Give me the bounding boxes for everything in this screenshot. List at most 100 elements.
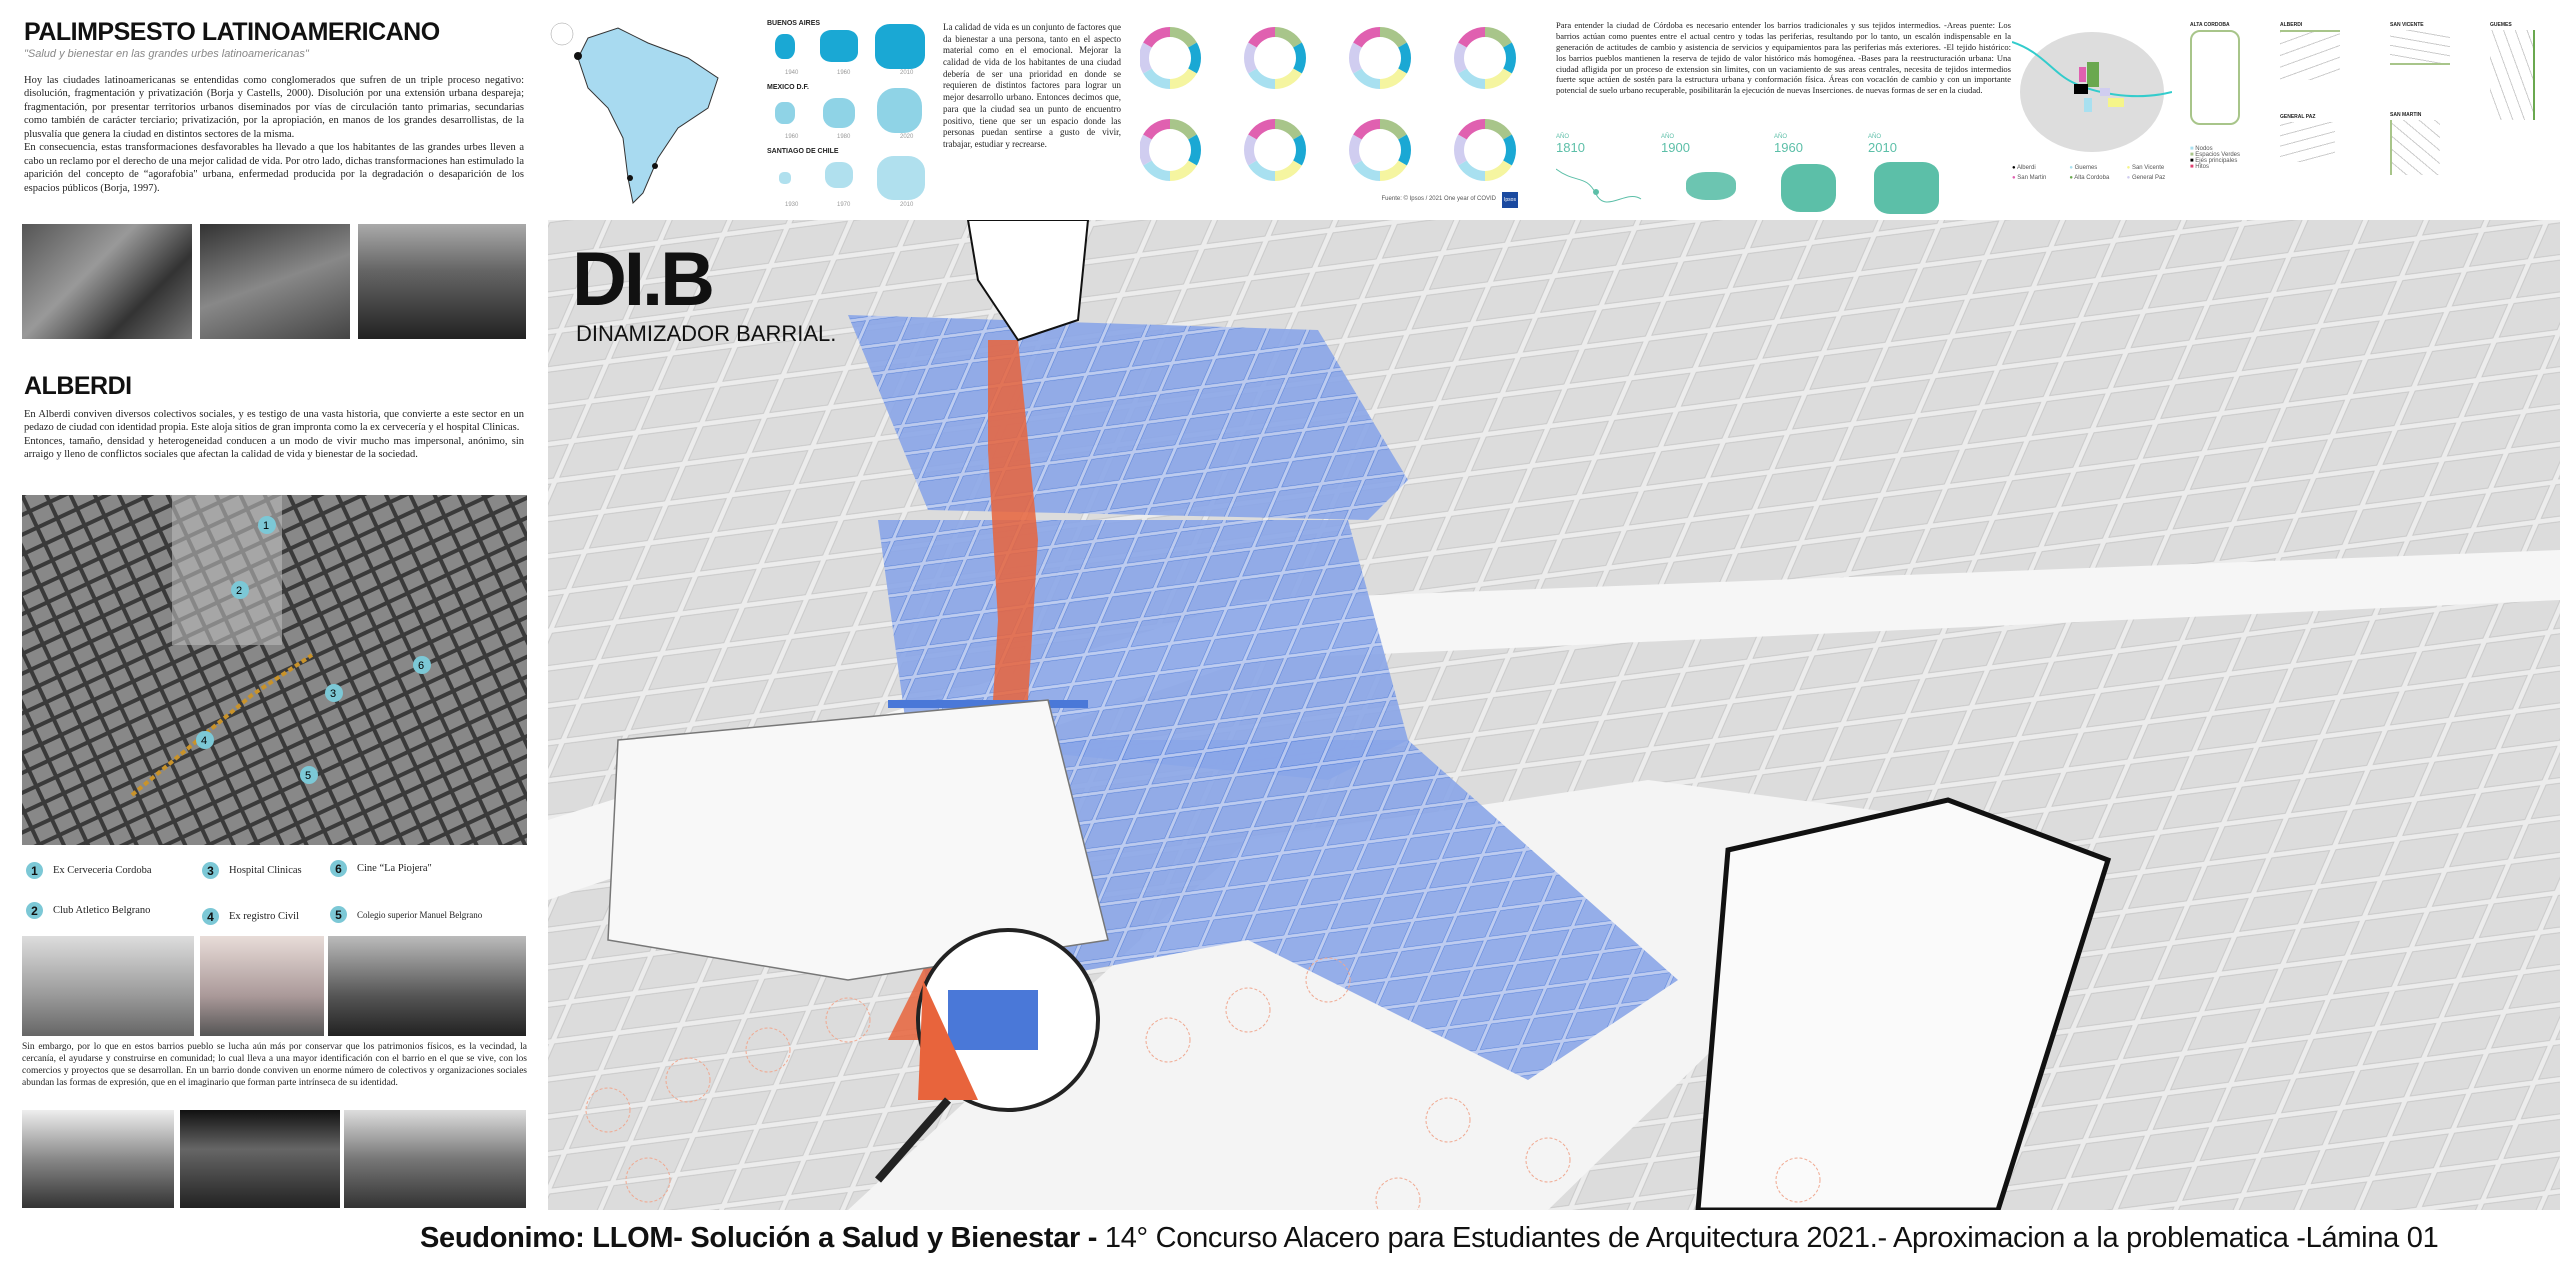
trees	[585, 957, 1821, 1210]
donut-segment	[1293, 42, 1306, 74]
legend-number: 1	[26, 862, 43, 879]
svg-text:5: 5	[305, 770, 311, 782]
growth-map-2010	[1874, 162, 1939, 214]
map-pin-1[interactable]: 1	[258, 516, 276, 534]
donut-segment	[1293, 134, 1306, 166]
donut-chart	[1349, 119, 1411, 181]
section-subtitle: "Salud y bienestar en las grandes urbes …	[24, 48, 309, 60]
photo-community-1	[22, 1110, 174, 1208]
legend-item: 4 Ex registro Civil	[202, 908, 299, 925]
map-pin-2[interactable]: 2	[231, 581, 249, 599]
donut-segment	[1503, 134, 1516, 166]
legend-number: 5	[330, 906, 347, 923]
donut-segment	[1398, 42, 1411, 74]
donut-segment	[1143, 119, 1171, 140]
map-legend-item: ■ Hitos	[2190, 164, 2209, 170]
intro-paragraph-2: En consecuencia, estas transformaciones …	[24, 142, 524, 194]
donut-segment	[1169, 119, 1197, 140]
donut-segment	[1274, 119, 1302, 140]
barrio-map	[2490, 30, 2535, 120]
donut-segment	[1188, 42, 1201, 74]
magnifier-detail[interactable]	[874, 928, 1100, 1183]
legend-label: Club Atletico Belgrano	[53, 905, 151, 916]
donut-segment	[1484, 160, 1512, 181]
donut-segment	[1274, 27, 1302, 48]
city-label: SANTIAGO DE CHILE	[767, 148, 839, 155]
barrios-legend-item: ● Guemes	[2069, 165, 2098, 171]
donut-segment	[1379, 27, 1407, 48]
donut-chart	[1244, 119, 1306, 181]
intro-text-block: Hoy las ciudades latinoamericanas se ent…	[24, 74, 524, 195]
map-pin-5[interactable]: 5	[300, 766, 318, 784]
legend-label: Ex registro Civil	[229, 911, 299, 922]
svg-text:3: 3	[330, 688, 336, 700]
barrios-legend-item: ● Alta Cordoba	[2069, 175, 2110, 181]
svg-text:2: 2	[236, 585, 242, 597]
map-pin-3[interactable]: 3	[325, 684, 343, 702]
rail-bridge	[888, 700, 1088, 708]
donut-segment	[1379, 68, 1407, 89]
donut-segment	[1169, 27, 1197, 48]
donut-segment	[1379, 160, 1407, 181]
photo-community-2	[180, 1110, 340, 1208]
alberdi-paragraph-2: Entonces, tamaño, densidad y heterogenei…	[24, 435, 524, 461]
donut-segment	[1274, 68, 1302, 89]
legend-label: Colegio superior Manuel Belgrano	[357, 909, 483, 920]
tree-icon	[1225, 987, 1271, 1033]
donut-segment	[1169, 68, 1197, 89]
hand-sketch-top	[966, 220, 1090, 342]
legend-number: 4	[202, 908, 219, 925]
growth-year: 2010	[1868, 140, 1897, 155]
year-caption: AÑO	[1661, 134, 1675, 140]
donut-segment	[1248, 68, 1276, 89]
year-label: 1930	[785, 202, 799, 208]
year-label: 1980	[837, 134, 851, 140]
cordoba-barrios-map	[2012, 32, 2172, 152]
project-title: DI.B	[572, 237, 715, 322]
donut-source: Fuente: © Ipsos / 2021 One year of COVID	[1381, 196, 1496, 202]
year-label: 2010	[900, 70, 914, 76]
donut-segment	[1458, 119, 1486, 140]
barrio-map-label: GUEMES	[2490, 22, 2512, 28]
svg-text:1: 1	[263, 520, 269, 532]
photo-city-3	[358, 224, 526, 339]
growth-map-1810	[1556, 168, 1642, 203]
map-legend-item: ■ Nodos	[2190, 146, 2213, 152]
city-footprint	[877, 156, 925, 200]
growth-year: 1900	[1661, 140, 1690, 155]
city-label: BUENOS AIRES	[767, 20, 821, 27]
year-caption: AÑO	[1774, 134, 1788, 140]
donut-chart	[1139, 27, 1201, 89]
year-label: 1960	[785, 134, 799, 140]
city-footprint	[775, 34, 795, 59]
city-footprint	[823, 98, 855, 128]
legend-label: Hospital Clinicas	[229, 865, 302, 876]
tree-icon	[1375, 1177, 1421, 1210]
map-pin-4[interactable]: 4	[196, 731, 214, 749]
legend-number: 3	[202, 862, 219, 879]
alberdi-aerial-map: 1 2 3 4 5 6	[22, 495, 527, 845]
map-legend-item: ■ Espacios Verdes	[2190, 152, 2240, 158]
quality-of-life-text: La calidad de vida es un conjunto de fac…	[943, 22, 1121, 149]
year-label: 1960	[837, 70, 851, 76]
footer-regular: 14° Concurso Alacero para Estudiantes de…	[1104, 1222, 2439, 1254]
donut-segment	[1503, 42, 1516, 74]
donut-segment	[1248, 160, 1276, 181]
barrio-map-label: SAN MARTIN	[2390, 112, 2422, 118]
map-pin-6[interactable]: 6	[413, 656, 431, 674]
donut-segment	[1169, 160, 1197, 181]
donut-segment	[1248, 119, 1276, 140]
photo-colegio	[328, 936, 526, 1036]
photo-city-2	[200, 224, 350, 339]
city-footprint	[820, 30, 858, 62]
tree-icon	[665, 1057, 711, 1103]
tablet-hand-sketch	[1695, 797, 2112, 1210]
year-caption: AÑO	[1868, 134, 1882, 140]
donut-segment	[1484, 119, 1512, 140]
footer-bold: Seudonimo: LLOM- Solución a Salud y Bien…	[420, 1222, 1105, 1254]
barrios-legend-item: ● Alberdi	[2012, 165, 2036, 171]
donut-charts	[1139, 18, 1540, 190]
tree-icon	[1525, 1137, 1571, 1183]
tree-icon	[825, 997, 871, 1043]
